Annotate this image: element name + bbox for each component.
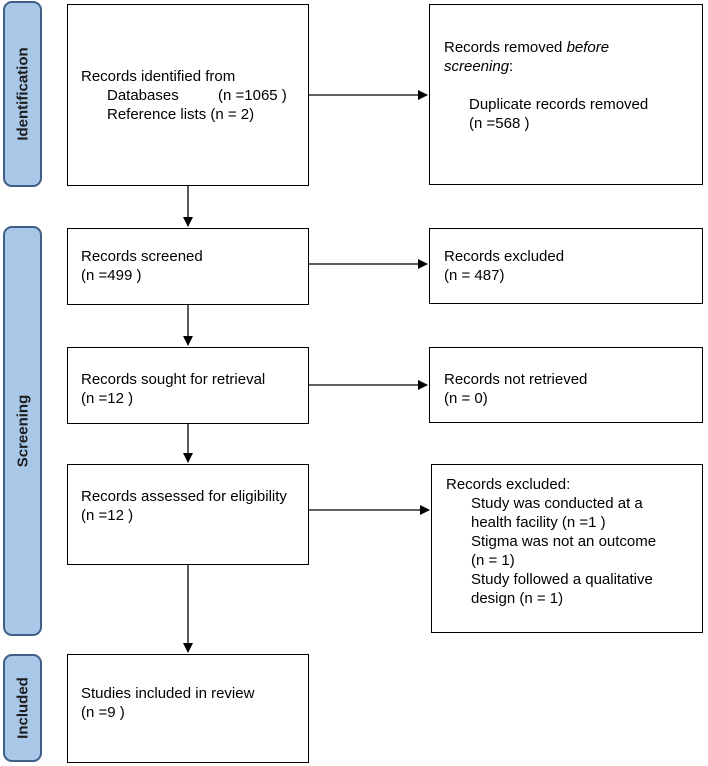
records-removed-box: Records removed before screening: Duplic… xyxy=(429,4,703,185)
excluded-reasons-title: Records excluded: xyxy=(446,476,571,493)
phase-identification: Identification xyxy=(3,1,42,187)
records-screened-title: Records screened xyxy=(81,248,203,265)
records-screened-count: (n =499 ) xyxy=(81,267,142,284)
records-not-retrieved-box: Records not retrieved (n = 0) xyxy=(429,347,703,423)
databases-label: Databases xyxy=(107,87,179,104)
records-assessed-box: Records assessed for eligibility (n =12 … xyxy=(67,464,309,565)
records-excluded-box: Records excluded (n = 487) xyxy=(429,228,703,304)
duplicates-removed-label: Duplicate records removed xyxy=(469,96,649,113)
records-removed-title-cont: screening: xyxy=(444,58,514,75)
studies-included-title: Studies included in review xyxy=(81,685,255,702)
records-identified-box: Records identified from Databases (n =10… xyxy=(67,4,309,186)
records-assessed-count: (n =12 ) xyxy=(81,507,134,524)
phase-screening: Screening xyxy=(3,226,42,636)
records-removed-title: Records removed before xyxy=(444,39,610,56)
records-excluded-reasons-box: Records excluded: Study was conducted at… xyxy=(431,464,703,633)
records-assessed-title: Records assessed for eligibility xyxy=(81,488,287,505)
databases-count: (n =1065 ) xyxy=(218,87,287,104)
records-identified-title: Records identified from xyxy=(81,68,236,85)
records-not-retrieved-title: Records not retrieved xyxy=(444,371,588,388)
reference-lists-count: Reference lists (n = 2) xyxy=(107,106,255,123)
phase-included: Included xyxy=(3,654,42,762)
records-not-retrieved-count: (n = 0) xyxy=(444,390,488,407)
records-sought-count: (n =12 ) xyxy=(81,390,134,407)
records-screened-box: Records screened (n =499 ) xyxy=(67,228,309,305)
excluded-reason-2: Stigma was not an outcome xyxy=(471,533,657,550)
records-sought-title: Records sought for retrieval xyxy=(81,371,266,388)
records-excluded-count: (n = 487) xyxy=(444,267,505,284)
records-excluded-title: Records excluded xyxy=(444,248,565,265)
excluded-reason-3-count: design (n = 1) xyxy=(471,590,564,607)
excluded-reason-2-count: (n = 1) xyxy=(471,552,515,569)
records-sought-box: Records sought for retrieval (n =12 ) xyxy=(67,347,309,424)
studies-included-count: (n =9 ) xyxy=(81,704,125,721)
studies-included-box: Studies included in review (n =9 ) xyxy=(67,654,309,763)
duplicates-removed-count: (n =568 ) xyxy=(469,115,530,132)
excluded-reason-1: Study was conducted at a xyxy=(471,495,643,512)
excluded-reason-1-count: health facility (n =1 ) xyxy=(471,514,606,531)
excluded-reason-3: Study followed a qualitative xyxy=(471,571,653,588)
